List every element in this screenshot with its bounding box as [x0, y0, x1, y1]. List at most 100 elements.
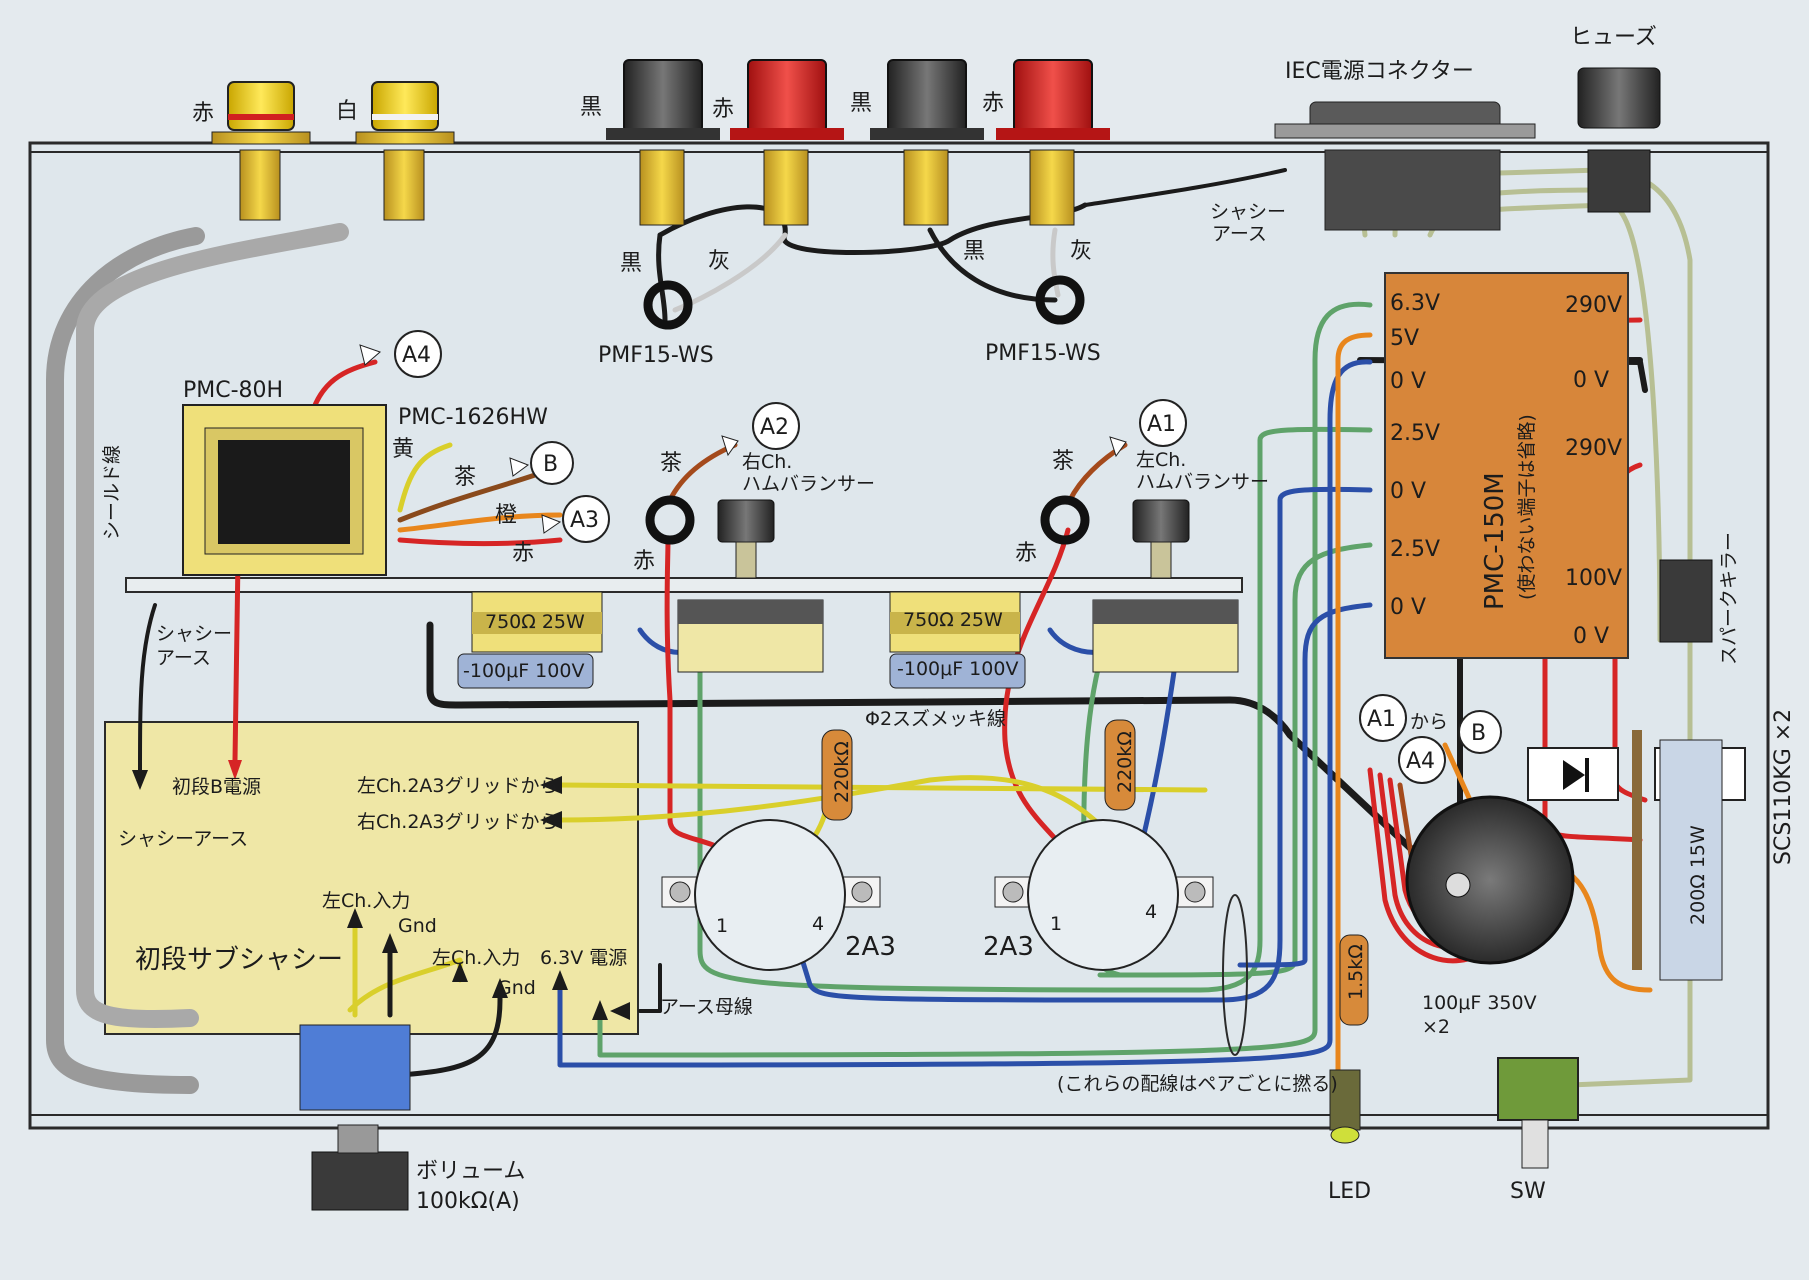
fuse-holder — [1577, 67, 1661, 213]
label-cap: 100μF 350V — [1422, 992, 1537, 1014]
sub-chassis — [104, 721, 639, 1035]
label-r5: 0 V — [1573, 624, 1609, 649]
label-rca-right: 白 — [336, 99, 358, 124]
speaker-terminal-black-1 — [606, 59, 720, 226]
speaker-wire-black-1 — [657, 202, 1088, 255]
marker-b: B — [543, 452, 558, 477]
label-hum-right-1: 左Ch. — [1136, 449, 1186, 471]
label-volume-2: 100kΩ(A) — [416, 1189, 520, 1214]
arrow-a2 — [721, 435, 739, 457]
label-res750-1: 750Ω 25W — [485, 611, 585, 633]
chassis-earth-wire — [1083, 168, 1287, 207]
resistor-200 — [1659, 739, 1723, 981]
label-cap100-2: -100μF 100V — [897, 658, 1018, 680]
label-res750-2: 750Ω 25W — [903, 609, 1003, 631]
speaker-wire-black-2 — [656, 232, 668, 323]
label-grid-left: 左Ch.2A3グリッドから — [357, 775, 559, 797]
label-pmc80h: PMC-80H — [183, 378, 283, 403]
label-l2: 5V — [1390, 326, 1419, 351]
speaker-terminal-red-2 — [996, 59, 1110, 226]
arrow-b — [509, 457, 530, 477]
hum-ring-left — [645, 495, 695, 545]
label-l6: 2.5V — [1390, 537, 1440, 562]
label-chassis-earth-top-1: シャシー — [1210, 201, 1286, 223]
marker-a1-from: A1 — [1367, 707, 1396, 732]
label-pin4: 4 — [812, 913, 824, 935]
label-iec: IEC電源コネクター — [1285, 59, 1474, 84]
label-gray1: 灰 — [708, 249, 730, 274]
label-sp1-black: 黒 — [580, 95, 602, 120]
chassis-earth-left — [138, 603, 157, 777]
label-pmc150m-note: (使わない端子は省略) — [1516, 414, 1538, 600]
transformer-brown — [397, 472, 538, 523]
label-l4: 2.5V — [1390, 421, 1440, 446]
pmc-80h-transformer — [182, 404, 387, 576]
marker-a1-circle — [1139, 399, 1187, 447]
label-chassis-earth: シャシーアース — [118, 828, 248, 850]
label-hum-left-brown: 茶 — [660, 451, 682, 476]
resistor-750-right — [889, 591, 1021, 653]
label-l1: 6.3V — [1390, 291, 1440, 316]
label-chassis-earth-top-2: アース — [1212, 223, 1267, 245]
label-pin4b: 4 — [1145, 901, 1157, 923]
red-plate-2 — [1002, 527, 1073, 858]
label-l7: 0 V — [1390, 595, 1426, 620]
arrow-a1 — [1109, 436, 1127, 458]
pmc-150m-transformer — [1384, 272, 1629, 659]
heater-blue-2 — [787, 486, 1373, 1003]
speaker-terminal-black-2 — [870, 59, 984, 226]
label-earth-bus: アース母線 — [660, 996, 753, 1018]
label-volume-1: ボリューム — [416, 1159, 525, 1184]
arrow-gnd-1 — [382, 933, 398, 953]
transformer-red — [397, 537, 563, 547]
terminal-strip — [1632, 730, 1642, 970]
input-yellow — [347, 957, 463, 1013]
capacitor-100-left — [457, 653, 594, 689]
arrow-grid-right — [540, 811, 562, 829]
label-cap-x2: ×2 — [1422, 1016, 1450, 1038]
hum-balancer-right — [1092, 499, 1239, 673]
label-supply: 6.3V 電源 — [540, 947, 627, 969]
arrow-earth-bus — [610, 1002, 630, 1020]
label-r3: 290V — [1565, 436, 1622, 461]
label-in-left2: 左Ch.入力 — [432, 947, 520, 969]
marker-a4-circle-2 — [1398, 736, 1446, 784]
capacitor-center — [1445, 872, 1471, 898]
label-pmc150m: PMC-150M — [1480, 472, 1510, 610]
resistor-750-left — [471, 591, 603, 653]
label-grid-right: 右Ch.2A3グリッドから — [357, 811, 559, 833]
marker-a3-circle — [562, 495, 610, 543]
label-r220-1: 220kΩ — [831, 741, 853, 803]
label-hum-left-2: ハムバランサー — [742, 473, 875, 495]
arrow-gnd-2 — [492, 978, 508, 998]
resistor-1-5k — [1339, 934, 1369, 1026]
label-spark: スパークキラー — [1718, 532, 1740, 665]
mounting-bar — [125, 577, 1243, 593]
power-switch — [1497, 1057, 1579, 1169]
label-tube1: 2A3 — [845, 932, 896, 962]
label-wire-bus: Φ2スズメッキ線 — [865, 708, 1006, 730]
hum-balancer-left — [677, 499, 824, 673]
label-fuse: ヒューズ — [1570, 25, 1657, 50]
label-in-left: 左Ch.入力 — [322, 890, 410, 912]
resistor-220k-left — [821, 729, 853, 821]
arrow-b-supply — [228, 760, 242, 780]
label-hum-right-2: ハムバランサー — [1136, 471, 1269, 493]
label-res200: 200Ω 15W — [1687, 825, 1709, 925]
arrow-supply-1 — [552, 970, 568, 990]
marker-a2: A2 — [760, 415, 789, 440]
speaker-wire-black-3 — [927, 227, 1058, 303]
label-r220-2: 220kΩ — [1114, 731, 1136, 793]
label-hum-right-brown: 茶 — [1052, 449, 1074, 474]
label-l3: 0 V — [1390, 369, 1426, 394]
grid-wire-right — [557, 775, 1133, 863]
label-gray2: 灰 — [1070, 239, 1092, 264]
label-pairs: (これらの配線はペアごとに撚る) — [1057, 1073, 1338, 1095]
label-gnd1: Gnd — [398, 915, 437, 937]
volume-shaft — [337, 1124, 379, 1154]
label-scs: SCS110KG ×2 — [1771, 709, 1796, 865]
label-r15k: 1.5kΩ — [1345, 944, 1367, 1000]
arrow-input-1 — [347, 908, 363, 928]
marker-b-circle — [530, 441, 574, 485]
